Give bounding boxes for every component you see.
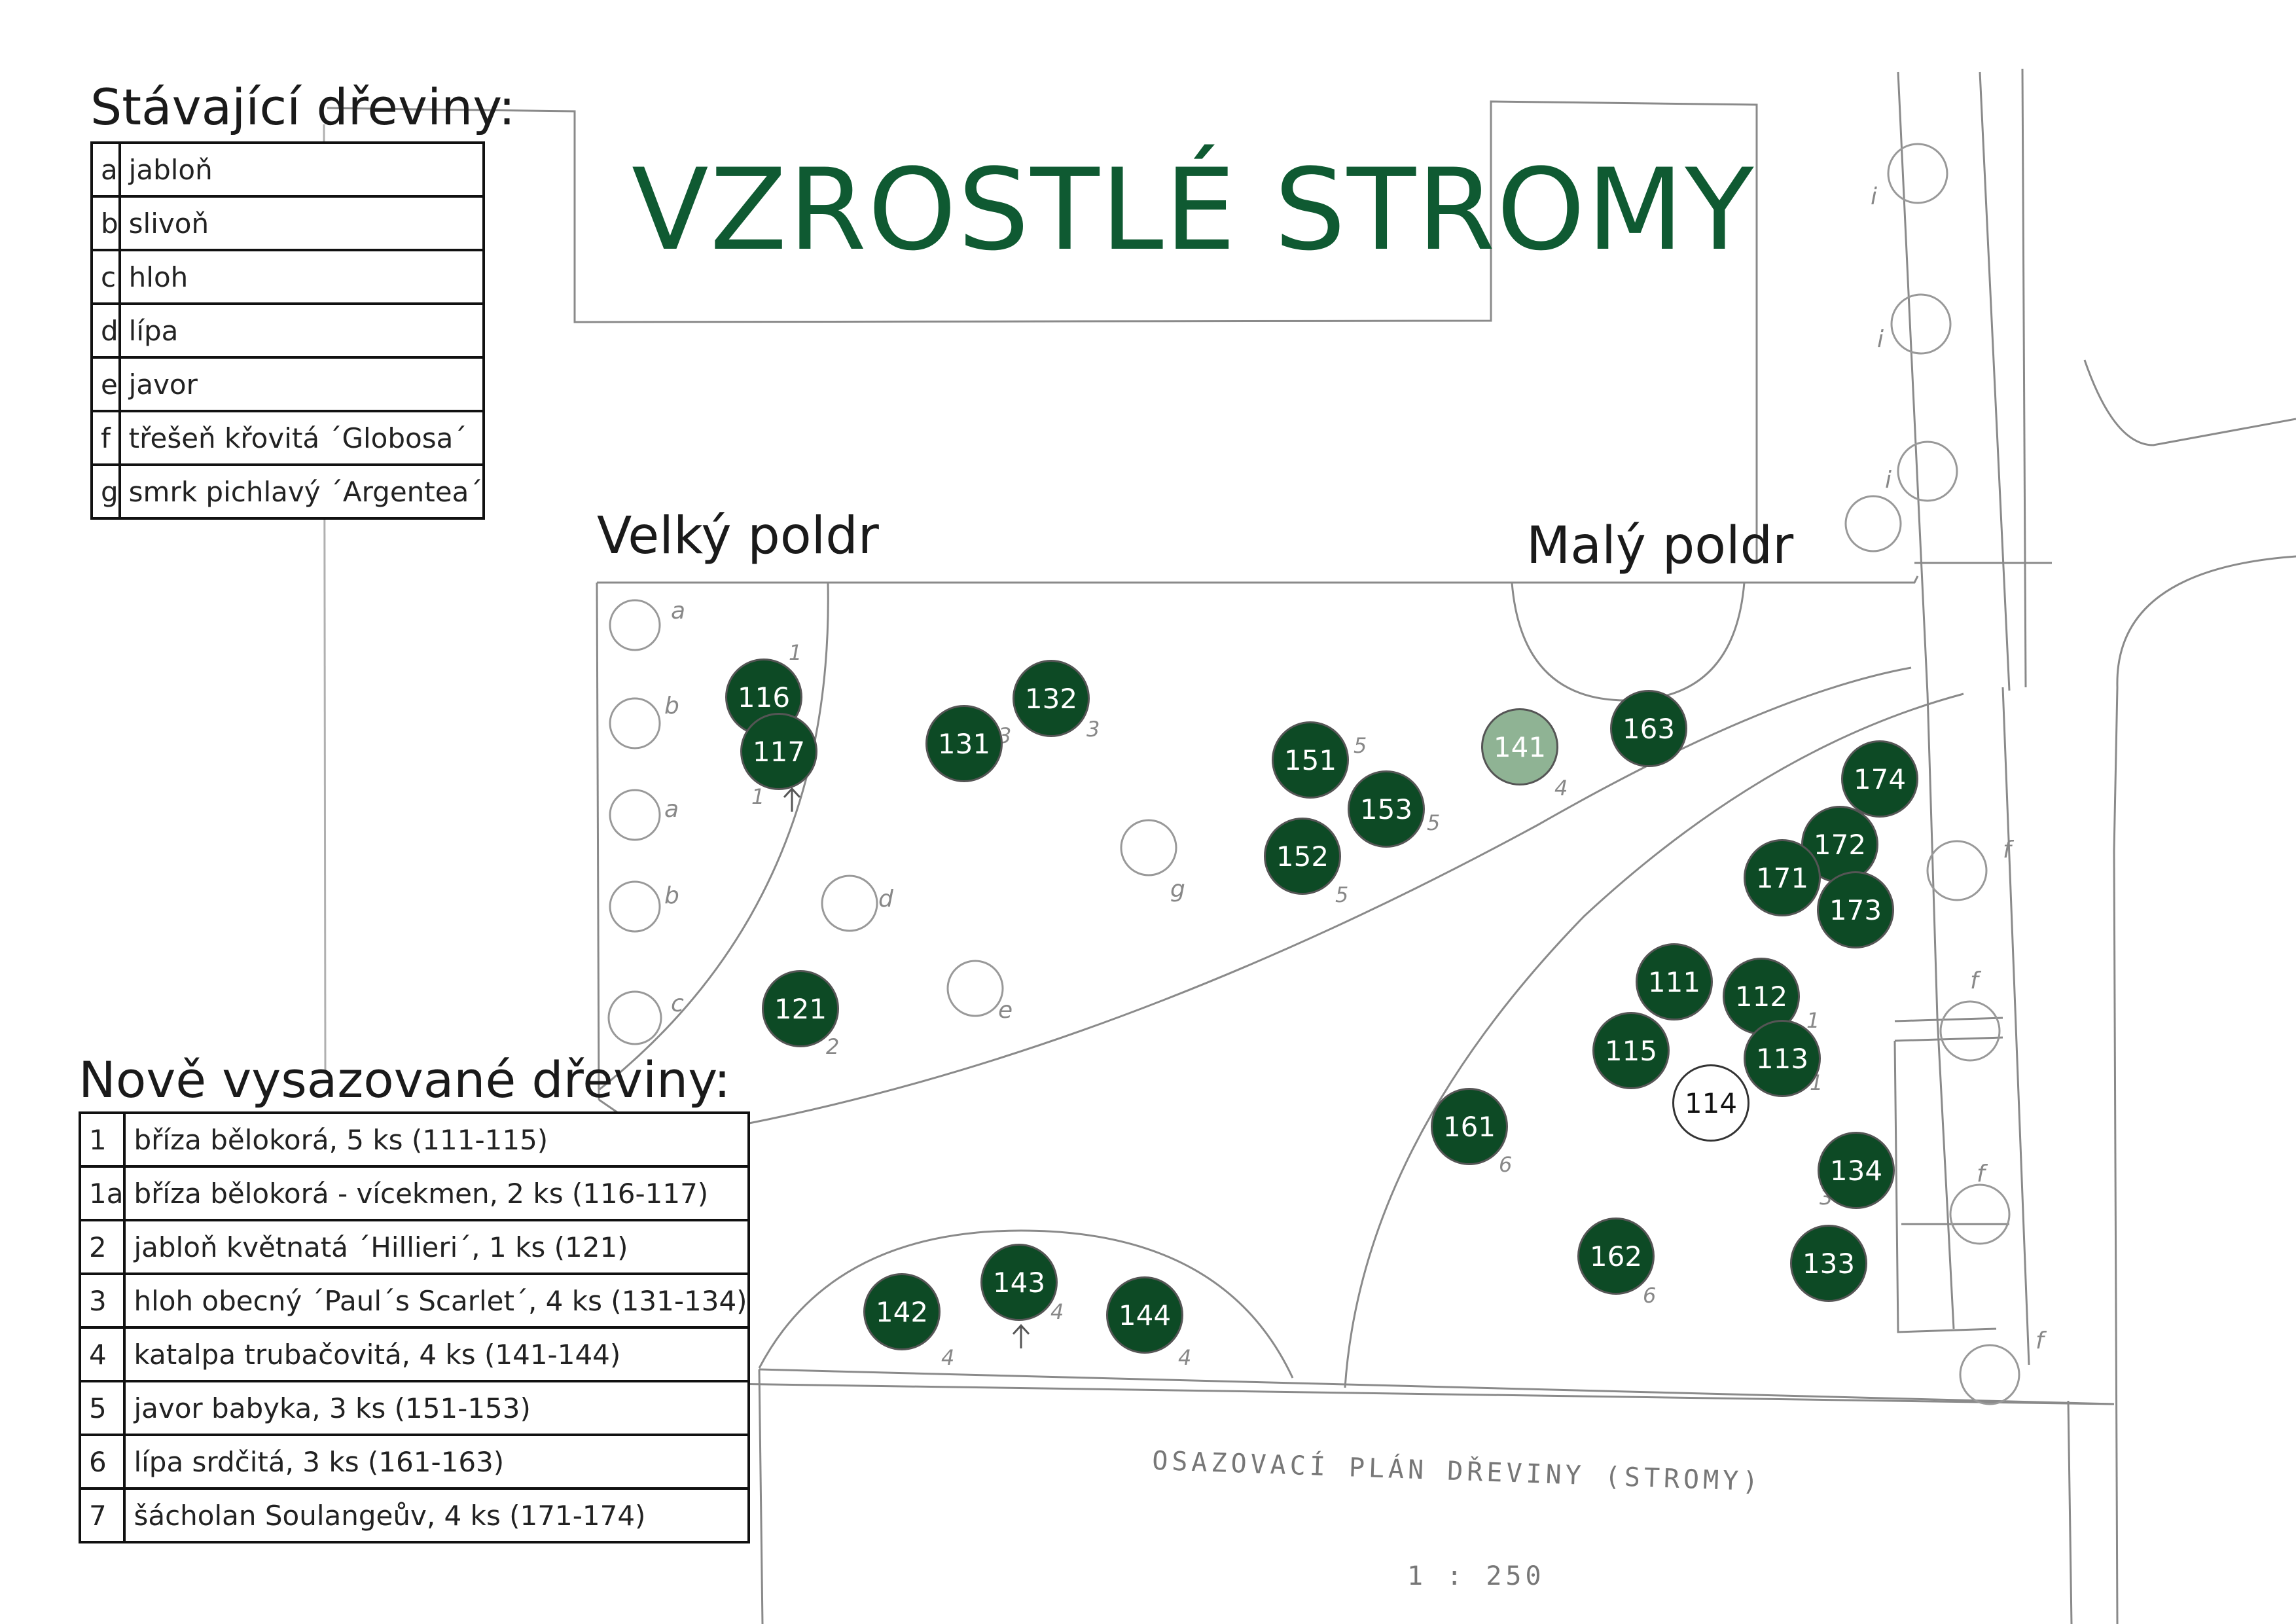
tree-marker: 172	[1801, 806, 1878, 883]
svg-text:i: i	[1871, 183, 1877, 210]
svg-text:a: a	[664, 796, 679, 823]
svg-text:3: 3	[1086, 717, 1100, 742]
tree-marker: 152	[1264, 818, 1341, 895]
svg-text:6: 6	[1643, 1283, 1656, 1308]
svg-text:5: 5	[1335, 882, 1348, 907]
building-outline	[418, 100, 1758, 563]
tree-marker: 112	[1723, 958, 1800, 1035]
tree-marker: 142	[863, 1273, 941, 1350]
large-poldr-label: Velký poldr	[597, 507, 879, 566]
svg-text:g: g	[1170, 876, 1185, 903]
new-trees-heading: Nově vysazované dřeviny:	[79, 1051, 731, 1109]
existing-trees-heading: Stávající dřeviny:	[90, 78, 516, 136]
svg-text:a: a	[671, 598, 685, 624]
svg-text:1: 1	[1806, 1008, 1820, 1033]
svg-text:d: d	[878, 886, 894, 912]
tree-marker: 111	[1636, 943, 1713, 1020]
svg-text:i: i	[1885, 467, 1892, 494]
svg-text:4: 4	[1050, 1299, 1064, 1324]
tree-marker: 162	[1577, 1218, 1655, 1295]
tree-marker: 173	[1817, 871, 1894, 948]
tree-marker: 132	[1013, 660, 1090, 737]
tree-marker: 153	[1348, 770, 1425, 848]
svg-text:b: b	[664, 693, 679, 719]
tree-marker: 117	[740, 713, 817, 790]
small-poldr-label: Malý poldr	[1526, 516, 1794, 575]
katalpa-bed-edge	[758, 1229, 1294, 1379]
tree-marker-highlighted: 141	[1481, 708, 1558, 785]
svg-text:b: b	[664, 882, 679, 909]
tree-marker: 121	[762, 970, 839, 1047]
tree-marker: 113	[1744, 1020, 1821, 1097]
tree-marker: 171	[1744, 839, 1821, 916]
tree-marker: 151	[1272, 721, 1349, 799]
plan-scale: 1 : 250	[1407, 1561, 1545, 1591]
svg-text:4: 4	[941, 1345, 954, 1370]
tree-marker: 131	[925, 705, 1003, 782]
tree-marker: 144	[1106, 1276, 1183, 1354]
svg-text:4: 4	[1178, 1345, 1191, 1370]
svg-text:i: i	[1877, 326, 1884, 353]
svg-text:5: 5	[1354, 733, 1367, 758]
svg-text:e: e	[998, 997, 1013, 1024]
tree-marker: 161	[1431, 1088, 1508, 1165]
svg-text:2: 2	[826, 1034, 839, 1059]
svg-text:c: c	[671, 990, 684, 1017]
page-title: VZROSTLÉ STROMY	[632, 144, 1755, 276]
svg-text:f: f	[2003, 837, 2015, 863]
tree-marker: 174	[1841, 740, 1918, 818]
svg-text:f: f	[2036, 1327, 2047, 1354]
tree-marker: 134	[1818, 1132, 1895, 1209]
tree-marker-empty: 114	[1672, 1064, 1749, 1142]
tree-marker: 143	[980, 1244, 1058, 1321]
svg-text:f: f	[1970, 967, 1982, 994]
tree-marker: 115	[1592, 1012, 1670, 1089]
svg-text:4: 4	[1554, 776, 1568, 801]
small-poldr-edge	[1511, 582, 1746, 702]
tree-marker: 163	[1610, 690, 1687, 767]
tree-marker: 133	[1790, 1225, 1867, 1302]
svg-text:1: 1	[751, 784, 764, 809]
svg-text:f: f	[1977, 1161, 1988, 1187]
svg-text:5: 5	[1427, 810, 1440, 835]
large-poldr-edge	[598, 582, 829, 1091]
svg-text:6: 6	[1499, 1152, 1512, 1177]
svg-text:1: 1	[789, 640, 802, 665]
